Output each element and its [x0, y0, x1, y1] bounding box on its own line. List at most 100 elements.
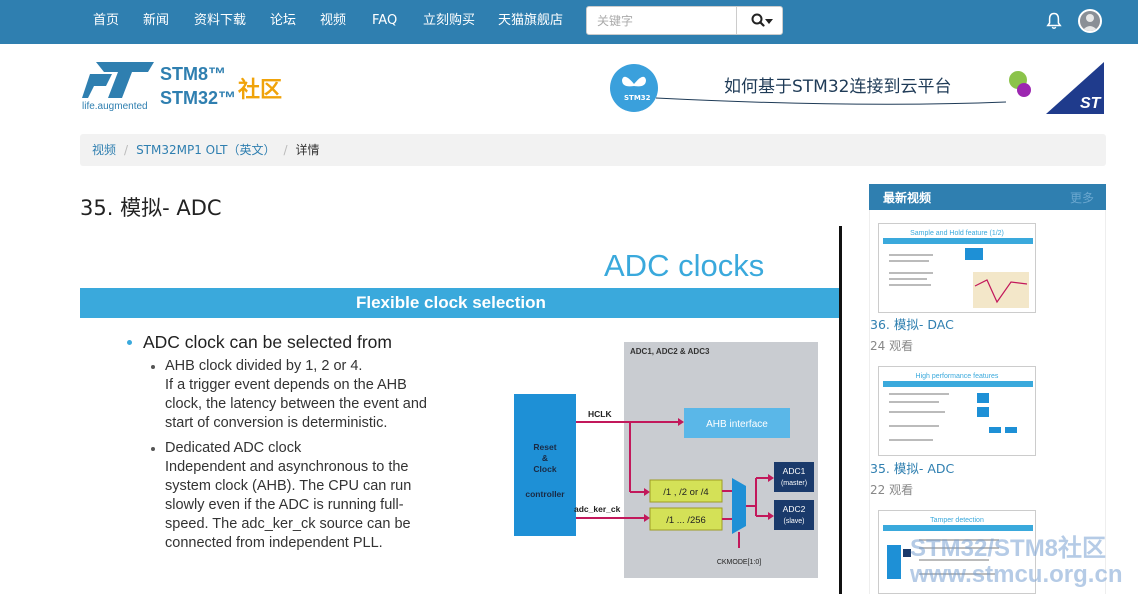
nav-video[interactable]: 视频 — [320, 13, 347, 28]
clock-mux — [732, 478, 746, 534]
breadcrumb: 视频 / STM32MP1 OLT（英文） / 详情 — [80, 134, 1106, 166]
video-thumbnail-3[interactable]: Tamper detection — [878, 510, 1036, 594]
thumb-text-line — [889, 260, 929, 262]
slide-sub2-line4: slowly even if the ADC is running full- — [165, 497, 404, 513]
bullet-dot — [127, 340, 132, 345]
slide-sub2-line5: speed. The adc_ker_ck source can be — [165, 516, 411, 532]
svg-text:ST: ST — [1080, 95, 1102, 112]
breadcrumb-separator: / — [124, 143, 129, 157]
slide-title: ADC clocks — [604, 248, 765, 283]
slide-header-band: Flexible clock selection — [80, 288, 840, 318]
thumb-text-line — [889, 401, 939, 403]
slide-sub2-line6: connected from independent PLL. — [165, 535, 383, 551]
latest-videos-title: 最新视频 — [883, 191, 932, 205]
thumb-3-title: Tamper detection — [930, 517, 984, 524]
breadcrumb-video[interactable]: 视频 — [92, 143, 117, 157]
breadcrumb-separator: / — [283, 143, 288, 157]
slide-sub2-line1: Dedicated ADC clock — [165, 440, 302, 456]
banner-text: 如何基于STM32连接到云平台 — [724, 77, 952, 97]
video-views-1: 24 观看 — [870, 339, 914, 353]
nav-downloads[interactable]: 资料下载 — [194, 13, 247, 28]
page-title: 35. 模拟- ADC — [80, 196, 222, 220]
latest-videos-panel — [869, 210, 1106, 594]
video-views-2: 22 观看 — [870, 483, 914, 497]
thumb-1-graph — [965, 248, 1029, 308]
search-input[interactable] — [586, 6, 737, 35]
user-avatar[interactable] — [1078, 9, 1102, 33]
thumb-text-line — [919, 539, 999, 541]
slide-sub2-line2: Independent and asynchronous to the — [165, 459, 409, 475]
nav-faq[interactable]: FAQ — [372, 13, 398, 28]
banner-badge-label: STM32 — [624, 94, 651, 102]
top-navbar: 首页 新闻 资料下载 论坛 视频 FAQ 立刻购买 天猫旗舰店 — [0, 0, 1138, 44]
adc-clock-diagram: ADC1, ADC2 & ADC3 Reset & Clock controll… — [514, 342, 818, 578]
thumb-1-title: Sample and Hold feature (1/2) — [910, 230, 1004, 237]
thumb-text-line — [889, 278, 927, 280]
ckmode-label: CKMODE[1:0] — [717, 559, 761, 566]
thumb-text-line — [889, 411, 945, 413]
adc-ker-ck-label: adc_ker_ck — [574, 504, 621, 514]
watermark-line-2: www.stmcu.org.cn — [910, 561, 1123, 588]
bell-icon[interactable] — [1046, 12, 1062, 30]
video-thumbnail-2[interactable]: High performance features — [878, 366, 1036, 456]
logo-stm32: STM32™ — [160, 88, 237, 108]
sub-bullet-dot — [151, 447, 155, 451]
divider-1-label: /1 , /2 or /4 — [663, 487, 708, 498]
adc1-label: ADC1 — [783, 466, 806, 476]
nav-tmall-store[interactable]: 天猫旗舰店 — [498, 13, 564, 28]
nav-forum[interactable]: 论坛 — [270, 13, 297, 28]
thumb-band — [883, 525, 1033, 531]
ahb-interface-block — [684, 408, 790, 438]
breadcrumb-course[interactable]: STM32MP1 OLT（英文） — [136, 143, 276, 157]
adc-group-box — [624, 342, 818, 578]
video-link-1[interactable]: 36. 模拟- DAC — [870, 317, 954, 332]
promo-banner[interactable]: STM32 ST 如何基于STM32连接到云平台 — [606, 58, 1104, 116]
thumb-text-line — [919, 559, 989, 561]
adc2-block — [774, 500, 814, 530]
adc2-sublabel: (slave) — [783, 518, 804, 525]
nav-home[interactable]: 首页 — [93, 13, 120, 28]
thumb-text-line — [889, 272, 933, 274]
adc-group-label: ADC1, ADC2 & ADC3 — [630, 347, 710, 356]
adc1-block — [774, 462, 814, 492]
logo-community: 社区 — [238, 78, 283, 103]
video-link-2[interactable]: 35. 模拟- ADC — [870, 461, 955, 476]
logo-stm8: STM8™ — [160, 64, 227, 84]
reset-label-5: controller — [525, 489, 565, 499]
nav-news[interactable]: 新闻 — [143, 13, 170, 28]
nav-buy-now[interactable]: 立刻购买 — [423, 13, 476, 28]
search-icon — [751, 13, 765, 27]
thumb-2-graph — [977, 393, 1017, 433]
slide-sub1-line3: clock, the latency between the event and — [165, 396, 427, 412]
site-watermark: STM32/STM8社区 www.stmcu.org.cn — [910, 536, 1122, 588]
slide-sub1-line2: If a trigger event depends on the AHB — [165, 377, 407, 393]
site-logo[interactable]: life.augmented STM8™ STM32™ 社区 — [82, 58, 292, 114]
caret-down-icon — [765, 19, 773, 24]
ahb-interface-label: AHB interface — [706, 419, 768, 430]
more-link[interactable]: 更多 — [1069, 191, 1094, 205]
adc2-label: ADC2 — [783, 504, 806, 514]
thumb-3-graph — [887, 545, 911, 579]
search-button[interactable] — [736, 6, 783, 35]
thumb-text-line — [889, 254, 933, 256]
watermark-line-1: STM32/STM8社区 — [910, 535, 1107, 562]
reset-label-2: & — [542, 453, 548, 463]
breadcrumb-current: 详情 — [295, 143, 320, 157]
logo-tagline: life.augmented — [82, 101, 148, 112]
thumb-text-line — [889, 425, 939, 427]
adc1-sublabel: (master) — [781, 480, 807, 487]
banner-swoosh: ST — [655, 62, 1104, 114]
slide-sub1-line4: start of conversion is deterministic. — [165, 415, 388, 431]
sub-bullet-dot — [151, 365, 155, 369]
slide-sub1-line1: AHB clock divided by 1, 2 or 4. — [165, 358, 363, 374]
thumb-text-line — [889, 284, 931, 286]
latest-videos-header: 最新视频 更多 — [869, 184, 1106, 210]
thumb-band — [883, 381, 1033, 387]
reset-label-1: Reset — [533, 442, 556, 452]
thumb-text-line — [889, 439, 933, 441]
video-thumbnail-1[interactable]: Sample and Hold feature (1/2) — [878, 223, 1036, 313]
hclk-label: HCLK — [588, 409, 612, 419]
thumb-band — [883, 238, 1033, 244]
st-logo-mark — [82, 62, 154, 98]
video-player[interactable]: ADC clocks Flexible clock selection ADC … — [80, 226, 842, 594]
